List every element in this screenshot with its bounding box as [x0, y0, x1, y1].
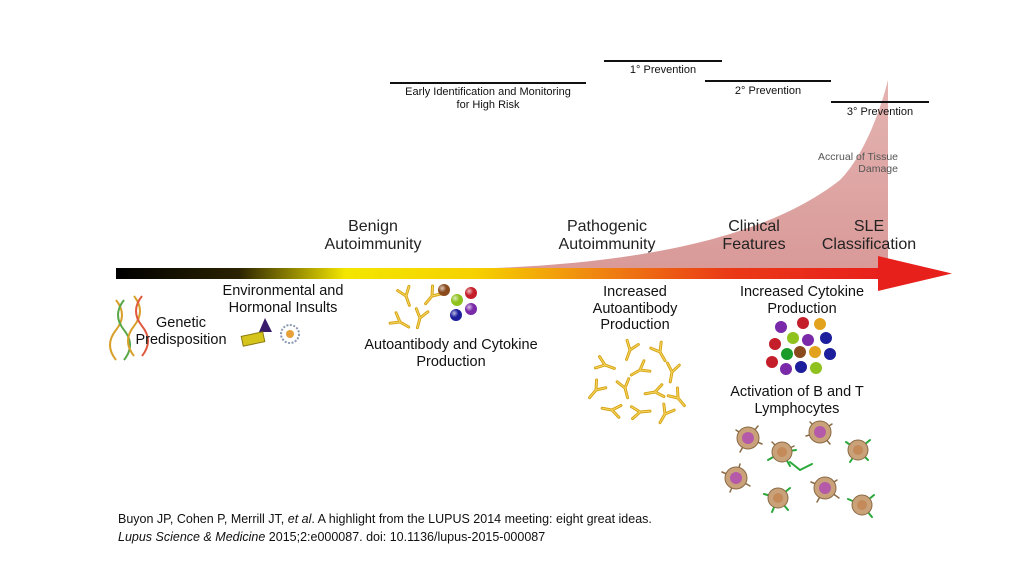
label-activation-lymphocytes: Activation of B and T Lymphocytes	[730, 384, 864, 417]
stage-label-sle: SLE Classification	[821, 218, 917, 254]
label-genetic-predisposition: Genetic Predisposition	[135, 315, 227, 348]
timeline-arrow	[116, 256, 952, 291]
prevention-label-primary: 1° Prevention	[629, 64, 697, 76]
citation-line-1: Buyon JP, Cohen P, Merrill JT, et al. A …	[118, 512, 652, 526]
tissue-damage-label: Accrual of Tissue Damage	[818, 151, 898, 176]
prevention-bar-secondary	[705, 80, 831, 82]
prevention-bar-early	[390, 82, 586, 84]
tissue-damage-area	[495, 80, 888, 268]
citation: Buyon JP, Cohen P, Merrill JT, et al. A …	[118, 510, 652, 546]
citation-line-2: Lupus Science & Medicine 2015;2:e000087.…	[118, 530, 546, 545]
cytokine-cluster-benign	[438, 284, 477, 321]
dna-icon	[109, 295, 149, 361]
label-autoantibody-cytokine: Autoantibody and Cytokine Production	[364, 337, 538, 370]
label-increased-cytokine: Increased Cytokine Production	[739, 284, 865, 317]
cytokine-cluster-increased	[766, 317, 836, 375]
prevention-label-early: Early Identification and Monitoring for …	[405, 86, 571, 111]
stage-label-pathogenic: Pathogenic Autoimmunity	[558, 218, 656, 254]
label-increased-autoantibody: Increased Autoantibody Production	[592, 284, 678, 334]
prevention-bar-tertiary	[831, 101, 929, 103]
antibody-cluster-benign	[388, 284, 444, 334]
prevention-label-secondary: 2° Prevention	[734, 85, 802, 97]
antibody-cluster-pathogenic	[583, 338, 691, 428]
prevention-bar-primary	[604, 60, 722, 62]
stage-label-clinical: Clinical Features	[722, 218, 786, 254]
lymphocyte-cluster	[721, 420, 875, 518]
environmental-insult-icons	[240, 318, 300, 347]
stage-label-benign: Benign Autoimmunity	[324, 218, 422, 254]
label-environmental-insults: Environmental and Hormonal Insults	[222, 283, 344, 316]
prevention-label-tertiary: 3° Prevention	[846, 106, 914, 118]
